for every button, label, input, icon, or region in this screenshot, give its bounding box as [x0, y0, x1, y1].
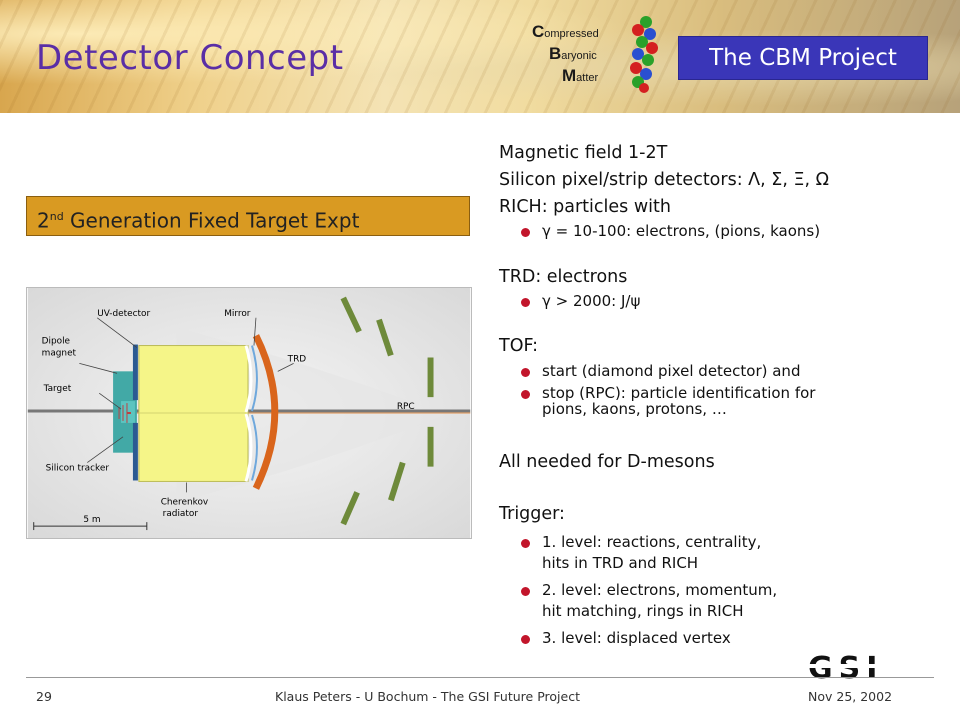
cbm-b-letter: B: [549, 44, 562, 63]
slide-title: Detector Concept: [36, 38, 344, 78]
rpc-1: [340, 296, 362, 333]
cbm-c-rest: ompressed: [544, 28, 599, 40]
tof-text: TOF:: [499, 336, 539, 356]
footer-date: Nov 25, 2002: [808, 689, 893, 704]
label-dipole-2: magnet: [42, 348, 77, 358]
trd: [252, 334, 279, 490]
silicon-text: Silicon pixel/strip detectors: Λ, Σ, Ξ, …: [499, 170, 829, 190]
label-cherenkov-1: Cherenkov: [161, 497, 209, 507]
footer-center: Klaus Peters - U Bochum - The GSI Future…: [275, 689, 580, 704]
footer-divider: [26, 677, 934, 678]
page-number: 29: [36, 689, 52, 704]
bullet-icon: [521, 539, 530, 548]
mirror-upper: [251, 345, 258, 412]
svg-text:GSI: GSI: [808, 652, 883, 682]
uv-detector-upper: [132, 344, 138, 401]
bullet-icon: [521, 368, 530, 377]
gen-rest: Generation Fixed Target Expt: [63, 208, 360, 233]
molecule-icon: [630, 16, 658, 93]
bullet-icon: [521, 228, 530, 237]
label-rpc: RPC: [397, 402, 415, 412]
cbm-logo: Compressed Baryonic Matter: [528, 22, 638, 98]
detector-diagram: UV-detector Mirror Dipole magnet Target …: [26, 287, 472, 539]
generation-box: 2nd Generation Fixed Target Expt: [26, 196, 470, 236]
label-cherenkov-2: radiator: [163, 509, 199, 519]
bullet-icon: [521, 587, 530, 596]
cbm-m-rest: atter: [576, 72, 599, 84]
rpc-2: [376, 318, 394, 357]
bullet-icon: [521, 390, 530, 399]
mirror-lower: [251, 414, 258, 481]
trd-text: TRD: electrons: [499, 267, 628, 287]
cbm-c-letter: C: [532, 22, 545, 41]
label-dipole-1: Dipole: [42, 337, 70, 347]
label-uv-detector: UV-detector: [97, 309, 150, 319]
all-needed-text: All needed for D-mesons: [499, 452, 715, 472]
rich-text: RICH: particles with: [499, 197, 671, 217]
gen-prefix: 2: [37, 208, 50, 233]
cbm-m-letter: M: [562, 66, 577, 85]
bullet-icon: [521, 635, 530, 644]
label-trd: TRD: [287, 354, 307, 364]
cbm-b-rest: aryonic: [561, 50, 597, 62]
gen-sup: nd: [49, 210, 64, 223]
label-silicon-tracker: Silicon tracker: [46, 464, 110, 474]
magnetic-field-text: Magnetic field 1-2T: [499, 143, 668, 163]
label-target: Target: [43, 384, 72, 394]
trigger-text: Trigger:: [499, 504, 565, 524]
label-scale: 5 m: [83, 515, 100, 525]
gsi-logo: GSI: [806, 651, 906, 686]
rpc-6: [340, 491, 360, 526]
label-mirror: Mirror: [224, 309, 251, 319]
bullet-icon: [521, 298, 530, 307]
project-label: The CBM Project: [678, 36, 928, 80]
uv-detector-lower: [132, 422, 138, 481]
rpc-5: [388, 461, 406, 502]
